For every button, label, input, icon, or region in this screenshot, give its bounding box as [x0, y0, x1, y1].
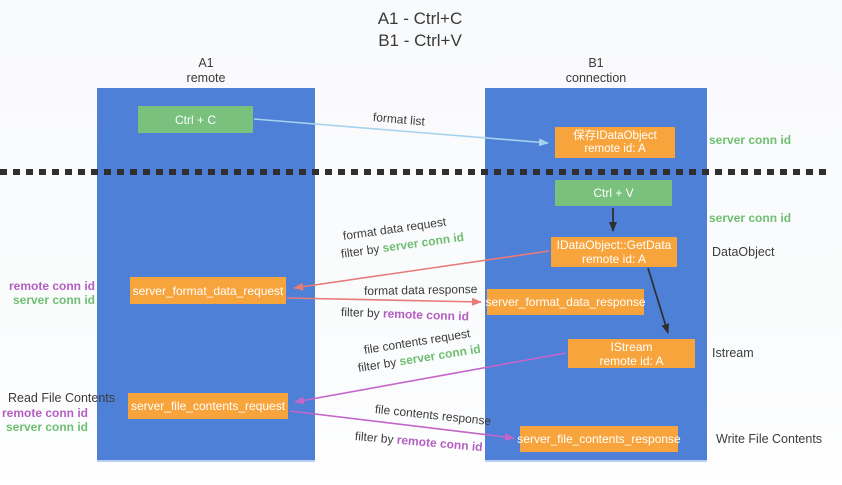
idataobject-getdata-node: IDataObject::GetData remote id: A	[551, 237, 677, 267]
format-list-caption: format list	[372, 110, 426, 129]
getdata-line1: IDataObject::GetData	[556, 238, 672, 252]
filter-by-text-1: filter by	[340, 241, 384, 261]
istream-side-label: Istream	[712, 346, 754, 360]
format-response-label: server_format_data_response	[485, 295, 646, 309]
format-data-response-filter-caption: filter by remote conn id	[341, 305, 469, 323]
session-divider-dotted-line	[0, 169, 827, 175]
lane-header-a1: A1 remote	[146, 56, 266, 86]
file-contents-response-filter-caption: filter by remote conn id	[354, 429, 483, 454]
getdata-line2: remote id: A	[581, 252, 647, 266]
filter-by-text-2: filter by	[340, 305, 384, 321]
filter-by-text-3: filter by	[356, 354, 401, 375]
mid-left-server-conn-id: server conn id	[12, 293, 95, 307]
lane-a1-title: A1	[198, 56, 214, 70]
istream-node: IStream remote id: A	[568, 339, 695, 368]
server-conn-id-top-label: server conn id	[709, 133, 792, 147]
title-line-1: A1 - Ctrl+C	[377, 9, 463, 28]
diagram-title: A1 - Ctrl+C B1 - Ctrl+V	[300, 8, 540, 52]
format-data-response-arrow	[286, 297, 482, 306]
ctrl-v-node: Ctrl + V	[555, 180, 672, 206]
file-contents-response-caption: file contents response	[374, 402, 492, 429]
ctrl-c-node: Ctrl + C	[138, 106, 253, 133]
format-data-response-caption: format data response	[363, 282, 478, 298]
dataobject-label: DataObject	[712, 245, 775, 259]
read-file-contents-label: Read File Contents	[8, 391, 116, 405]
bottom-left-conn-ids: remote conn id server conn id	[0, 406, 88, 434]
lane-header-b1: B1 connection	[536, 56, 656, 86]
server-file-contents-response-node: server_file_contents_response	[517, 426, 681, 452]
server-file-contents-request-node: server_file_contents_request	[128, 393, 288, 419]
save-idataobject-line1: 保存IDataObject	[573, 129, 657, 142]
ctrl-v-label: Ctrl + V	[593, 186, 634, 200]
save-idataobject-node: 保存IDataObject remote id: A	[555, 127, 675, 158]
title-line-2: B1 - Ctrl+V	[378, 31, 462, 50]
filter-remote-conn-id-1: remote conn id	[382, 306, 470, 324]
ctrl-c-label: Ctrl + C	[174, 112, 216, 127]
lane-b1-subtitle: connection	[565, 71, 627, 85]
write-file-contents-label: Write File Contents	[716, 432, 823, 446]
save-idataobject-line2: remote id: A	[584, 142, 646, 155]
format-request-label: server_format_data_request	[132, 283, 284, 298]
lane-a1-subtitle: remote	[186, 71, 226, 85]
server-conn-id-mid-label: server conn id	[709, 211, 792, 225]
lane-b1-title: B1	[588, 56, 604, 70]
server-format-data-request-node: server_format_data_request	[130, 277, 286, 304]
mid-left-conn-ids: remote conn id server conn id	[0, 279, 95, 307]
bottom-left-remote-conn-id: remote conn id	[1, 406, 88, 420]
file-request-label: server_file_contents_request	[130, 399, 286, 413]
filter-by-text-4: filter by	[354, 429, 398, 447]
file-response-label: server_file_contents_response	[517, 432, 681, 446]
istream-line1: IStream	[610, 339, 653, 354]
filter-remote-conn-id-2: remote conn id	[396, 432, 484, 455]
bottom-left-server-conn-id: server conn id	[5, 420, 88, 434]
istream-line2: remote id: A	[599, 353, 664, 368]
mid-left-remote-conn-id: remote conn id	[8, 279, 95, 293]
server-format-data-response-node: server_format_data_response	[485, 289, 646, 315]
